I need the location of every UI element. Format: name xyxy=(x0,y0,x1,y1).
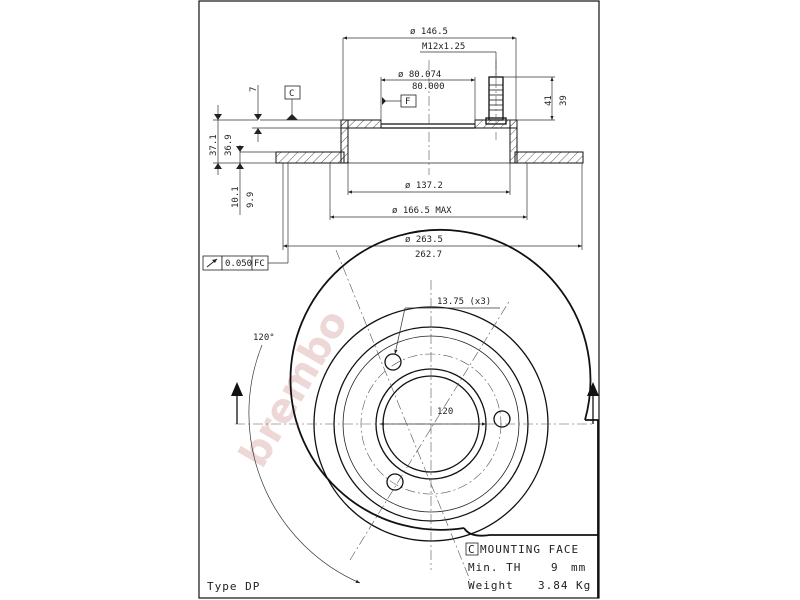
mounting-face-datum-letter: C xyxy=(468,543,476,556)
runout-value: 0.050 xyxy=(225,259,252,269)
friction-ring-right xyxy=(514,151,584,164)
datum-f-label: F xyxy=(405,97,410,107)
dim-hole-spec: 13.75 (x3) xyxy=(437,297,491,307)
disc-cutout xyxy=(585,419,599,598)
dim-angle: 120° xyxy=(253,333,275,343)
dim-height-lower: 36.9 xyxy=(224,134,234,156)
dim-offset: 7 xyxy=(249,87,259,92)
dim-stud-height-lower: 39 xyxy=(559,95,569,106)
friction-ring-left xyxy=(275,151,345,164)
dim-bore-lower: 80.000 xyxy=(412,82,445,92)
min-thickness-value: 9 xyxy=(551,561,559,574)
watermark-logo: brembo xyxy=(231,302,357,475)
dim-height-upper: 37.1 xyxy=(209,134,219,156)
mounting-face-datum-box xyxy=(465,542,479,556)
section-arrow-right xyxy=(587,382,599,424)
min-thickness-label: Min. TH xyxy=(468,561,521,574)
bolt-hole-2 xyxy=(493,410,511,428)
spec-block: C MOUNTING FACE Min. TH 9 mm Weight 3.84… xyxy=(207,542,591,593)
bolt-hole-1 xyxy=(384,353,402,371)
section-dimensions: ø 146.5 M12x1.25 ø 80.074 80.000 F C 41 … xyxy=(202,27,583,271)
dim-disc-diameter-lower: 262.7 xyxy=(415,250,442,260)
datum-c-label: C xyxy=(289,89,294,99)
datum-c-box xyxy=(284,85,301,100)
runout-tolerance-frame: 0.050 FC xyxy=(202,163,289,271)
dim-disc-diameter-upper: ø 263.5 xyxy=(405,235,443,245)
dim-thickness-upper: 10.1 xyxy=(231,186,241,208)
dim-thread: M12x1.25 xyxy=(422,42,465,52)
weight-label: Weight xyxy=(468,579,514,592)
dim-outer-diameter: ø 146.5 xyxy=(410,27,448,37)
hat-top-left xyxy=(340,119,382,129)
min-thickness-unit: mm xyxy=(571,561,586,574)
disc-outer-edge xyxy=(289,228,592,531)
weight-value: 3.84 xyxy=(538,579,569,592)
dim-max-diameter: ø 166.5 MAX xyxy=(392,206,452,216)
bolt-hole-3 xyxy=(386,473,404,491)
mounting-face-label: MOUNTING FACE xyxy=(480,543,579,556)
dim-hat-diameter: ø 137.2 xyxy=(405,181,443,191)
dim-stud-height-upper: 41 xyxy=(544,95,554,106)
front-view: 120° 13.75 (x3) 120 xyxy=(231,228,599,598)
weight-unit: Kg xyxy=(576,579,591,592)
runout-reference: FC xyxy=(254,259,265,269)
section-arrow-left xyxy=(231,382,243,424)
dim-bore-upper: ø 80.074 xyxy=(398,70,441,80)
type-label: Type DP xyxy=(207,580,260,593)
dim-thickness-lower: 9.9 xyxy=(246,192,256,208)
dim-pcd: 120 xyxy=(437,407,453,417)
sheet-frame xyxy=(198,0,600,599)
